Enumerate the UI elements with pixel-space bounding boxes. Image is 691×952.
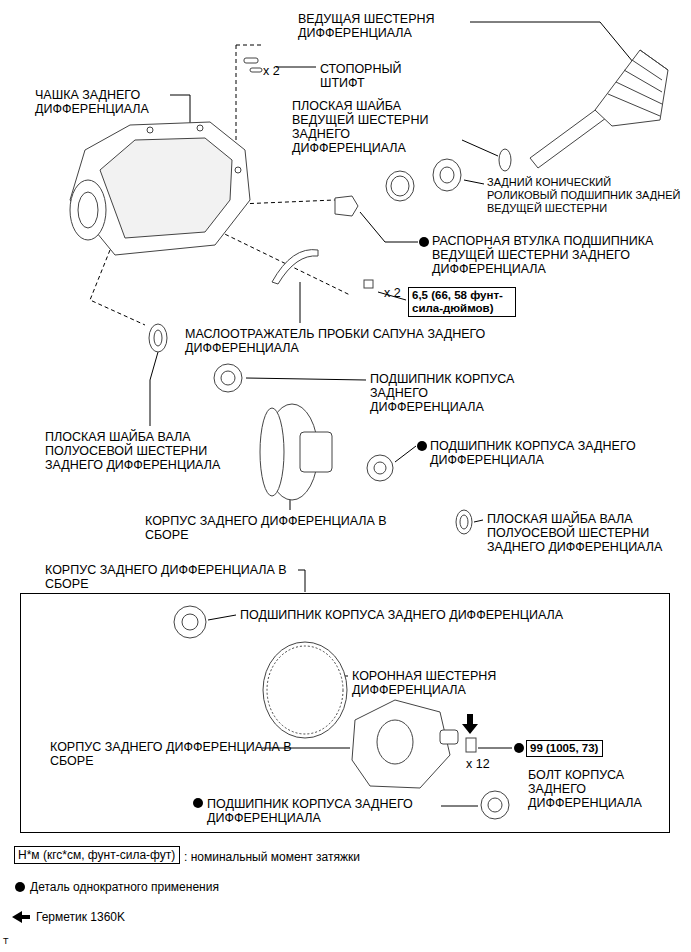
torque-box: 99 (1005, 73) [526, 740, 603, 757]
part-label: ЧАШКА ЗАДНЕГО ДИФФЕРЕНЦИАЛА [35, 88, 167, 116]
part-label: КОРПУС ЗАДНЕГО ДИФФЕРЕНЦИАЛА В СБОРЕ [145, 514, 395, 542]
part-label: КОРПУС ЗАДНЕГО ДИФФЕРЕНЦИАЛА В СБОРЕ [50, 740, 295, 768]
torque-value: 6,5 (66, 58 фунт-сила-дюймов) [412, 289, 512, 315]
quantity-callout: x 12 [466, 757, 490, 771]
part-label: БОЛТ КОРПУСА ЗАДНЕГО ДИФФЕРЕНЦИАЛА [528, 768, 663, 810]
single-use-dot [417, 441, 427, 451]
part-label: ПОДШИПНИК КОРПУСА ЗАДНЕГО ДИФФЕРЕНЦИАЛА [207, 797, 442, 825]
frame-heading: КОРПУС ЗАДНЕГО ДИФФЕРЕНЦИАЛА В СБОРЕ [45, 563, 307, 591]
part-label: ПОДШИПНИК КОРПУСА ЗАДНЕГО ДИФФЕРЕНЦИАЛА [370, 372, 522, 414]
pinion-drawing [149, 50, 668, 534]
part-label: СТОПОРНЫЙ ШТИФТ [320, 62, 445, 90]
legend-unit: Н*м (кгс*см, фунт-сила-фут) [18, 848, 176, 862]
part-label: ВЕДУЩАЯ ШЕСТЕРНЯ ДИФФЕРЕНЦИАЛА [298, 12, 473, 40]
legend-text: Герметик 1360K [36, 910, 125, 924]
carrier-drawing [70, 58, 262, 255]
legend-text: Деталь однократного применения [30, 880, 219, 894]
part-label: ЗАДНИЙ КОНИЧЕСКИЙ РОЛИКОВЫЙ ПОДШИПНИК ЗА… [487, 176, 682, 215]
frame-border [20, 593, 670, 833]
part-label: ПЛОСКАЯ ШАЙБА ВАЛА ПОЛУОСЕВОЙ ШЕСТЕРНИ З… [45, 430, 250, 472]
part-label: ПЛОСКАЯ ШАЙБА ВАЛА ПОЛУОСЕВОЙ ШЕСТЕРНИ З… [487, 512, 685, 554]
assembly-lines [90, 45, 350, 325]
quantity-callout: x 2 [384, 286, 401, 300]
single-use-dot [419, 237, 429, 247]
part-label: РАСПОРНАЯ ВТУЛКА ПОДШИПНИКА ВЕДУЩЕЙ ШЕСТ… [432, 234, 677, 276]
part-label: КОРОННАЯ ШЕСТЕРНЯ ДИФФЕРЕНЦИАЛА [352, 669, 502, 697]
part-label: ПЛОСКАЯ ШАЙБА ВЕДУЩЕЙ ШЕСТЕРНИ ЗАДНЕГО Д… [292, 99, 460, 155]
single-use-dot [514, 743, 524, 753]
legend-text: : номинальный момент затяжки [184, 850, 360, 864]
torque-box: 6,5 (66, 58 фунт-сила-дюймов) [408, 287, 516, 317]
sealant-arrow [12, 911, 30, 923]
case-drawing [174, 606, 509, 819]
part-label: ПОДШИПНИК КОРПУСА ЗАДНЕГО ДИФФЕРЕНЦИАЛА [240, 608, 640, 622]
part-label: T [3, 936, 9, 947]
part-label: МАСЛООТРАЖАТЕЛЬ ПРОБКИ САПУНА ЗАДНЕГО ДИ… [185, 327, 530, 355]
quantity-callout: x 2 [263, 64, 280, 78]
assembly-frame: КОРПУС ЗАДНЕГО ДИФФЕРЕНЦИАЛА В СБОРЕ 99 (… [20, 563, 670, 833]
single-use-dot [193, 798, 203, 808]
torque-value: 99 (1005, 73) [530, 742, 599, 755]
part-label: ПОДШИПНИК КОРПУСА ЗАДНЕГО ДИФФЕРЕНЦИАЛА [430, 439, 680, 467]
legend-box: Н*м (кгс*см, фунт-сила-фут) [14, 846, 180, 864]
sealant-arrow [462, 714, 478, 734]
single-use-dot [15, 882, 25, 892]
